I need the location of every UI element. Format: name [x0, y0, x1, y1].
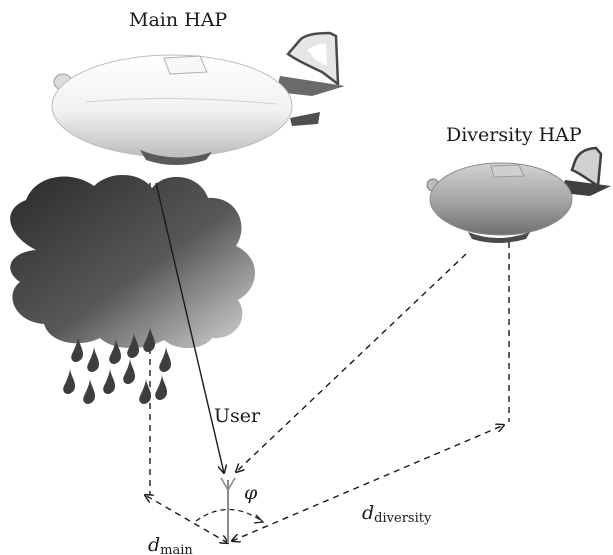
user-antenna-icon	[220, 477, 236, 543]
d-main-subscript: main	[160, 543, 193, 555]
phi-arc-arrowhead	[253, 514, 265, 524]
diversity-hap-label: Diversity HAP	[446, 124, 582, 146]
rain-cloud	[10, 174, 256, 349]
user-label: User	[214, 405, 261, 427]
d-main-label: dmain	[148, 534, 193, 555]
d-diversity-symbol: d	[362, 502, 374, 524]
d-diversity-subscript: diversity	[374, 511, 432, 526]
main-link-line	[155, 182, 224, 473]
rain-drops	[63, 326, 171, 404]
d-diversity-label: ddiversity	[362, 502, 432, 526]
phi-angle-arc	[195, 508, 263, 522]
main-hap-label: Main HAP	[129, 9, 227, 31]
diversity-link-line	[236, 253, 467, 472]
d-main-symbol: d	[148, 534, 160, 555]
main-hap-airship	[51, 31, 345, 165]
phi-label: φ	[244, 482, 258, 504]
diversity-hap-airship	[426, 146, 611, 243]
d-diversity-arrow	[232, 425, 504, 541]
d-main-arrow	[145, 495, 228, 543]
